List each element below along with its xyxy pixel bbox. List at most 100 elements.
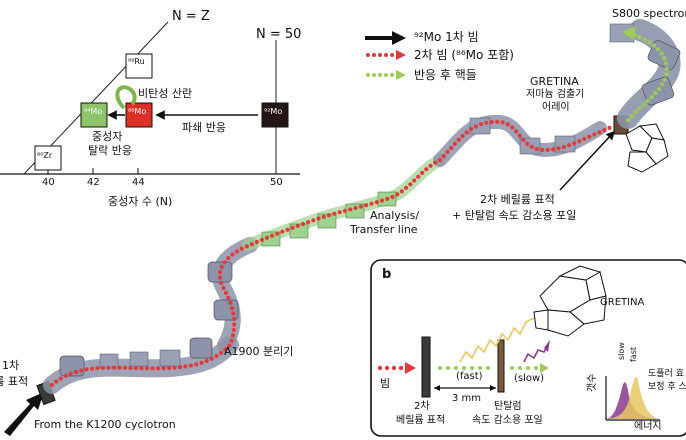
tick-label-50: 50 [270, 177, 283, 188]
spec-slow-label: slow [617, 342, 626, 360]
panel-b-foil-line1: 탄탈럼 [494, 401, 522, 412]
beam-dot [285, 227, 290, 232]
beam-dot [254, 239, 259, 245]
beam-dot [166, 365, 172, 371]
beam-dot [556, 146, 561, 151]
nucleus-label-zr: ⁸⁰Zr [37, 151, 53, 160]
analysis-label-line1: Analysis/ [370, 209, 420, 222]
beam-dot [183, 364, 188, 369]
panel-b-foil-plate [497, 339, 505, 393]
beam-dot [653, 91, 658, 96]
knockout-label-line2: 탈락 반응 [88, 144, 132, 157]
beam-dot [525, 141, 530, 146]
panel-b-tag: b [382, 267, 392, 282]
beam-dot [517, 133, 522, 138]
beam-dot [231, 311, 236, 316]
beam-dot [577, 139, 582, 144]
beam-dot [161, 366, 166, 371]
beam-dot [662, 77, 667, 82]
beam-dot [428, 163, 433, 168]
beam-dot [230, 333, 236, 338]
beam-dot [133, 365, 139, 371]
legend-secondary-label: 2차 빔 (⁸⁶Mo 포함) [414, 48, 514, 62]
beam-dot [464, 130, 469, 135]
beam-dot [229, 338, 234, 343]
beam-dot [641, 102, 646, 107]
beam-dot [188, 363, 193, 368]
fragmentation-label: 파쇄 반응 [182, 121, 226, 134]
beam-dot [379, 198, 385, 203]
panel-b-gamma-fast [459, 317, 535, 363]
beam-dot [332, 211, 337, 216]
beam-dot [651, 43, 657, 48]
panel-b-slow-dots [510, 363, 549, 373]
s800-body [617, 19, 681, 129]
beam-dot [645, 98, 650, 103]
beamline-quad-3 [317, 213, 337, 229]
beam-dot [217, 275, 222, 280]
beam-dot [655, 47, 661, 52]
beam-dot [222, 260, 227, 265]
gretina-sub1: 저마늄 검출기 [526, 89, 585, 100]
beam-dot [364, 203, 369, 208]
beam-dot [456, 137, 461, 142]
beam-dot [122, 365, 128, 370]
beam-dot [209, 356, 214, 361]
beam-dot [194, 362, 199, 367]
beam-dot [275, 231, 280, 236]
beam-dot [625, 117, 631, 123]
panel-b-slow-label: (slow) [514, 373, 545, 384]
beam-dot [395, 192, 400, 197]
beam-dot [374, 200, 379, 205]
beam-dot [223, 290, 229, 295]
beam-dot [177, 365, 183, 370]
gretina-label: GRETINA [530, 75, 579, 88]
beam-dot [199, 360, 204, 365]
s800-dipole-1 [647, 40, 681, 70]
beam-dot [629, 113, 634, 119]
beam-dot [231, 316, 237, 322]
nucleus-box-mo84 [80, 102, 108, 128]
beam-dot [572, 141, 577, 146]
beam-dot [637, 106, 642, 111]
beam-dot [290, 225, 295, 230]
beam-dot [445, 149, 450, 155]
beam-dot [659, 51, 664, 56]
beam-dot [433, 160, 438, 165]
beam-dot [219, 264, 224, 269]
beam-dot [155, 366, 161, 371]
gretina-array-b [533, 265, 607, 337]
panel-b-fast-label: (fast) [456, 371, 483, 382]
beam-dot [239, 246, 244, 251]
beam-dot [649, 95, 654, 100]
beam-dot [633, 110, 638, 115]
beam-dot [300, 221, 306, 227]
beam-dot [529, 144, 534, 149]
spec-fast-label: fast [629, 346, 638, 362]
beam-dot [270, 233, 275, 238]
beam-dot [117, 365, 122, 370]
beam-dot [534, 146, 539, 151]
beam-dot [100, 365, 106, 370]
target-label-line1: 2차 베릴륨 표적 [480, 193, 555, 206]
beam-dot [399, 189, 404, 194]
beam-dot [95, 366, 100, 371]
beam-dot [664, 61, 669, 66]
beam-dot [223, 347, 228, 352]
s800-label: S800 spectrometer [612, 7, 686, 20]
beam-dot [311, 218, 316, 223]
beam-dot [469, 127, 474, 132]
panel-b-target-plate [421, 336, 431, 398]
tick-label-40: 40 [42, 177, 55, 188]
legend-reaction-arrow [366, 70, 406, 80]
doppler-label-line2: 보정 후 스 [648, 382, 686, 392]
beam-dot [408, 182, 413, 187]
beam-dot [449, 145, 454, 151]
beam-dot [295, 223, 300, 228]
beam-dot [607, 125, 612, 130]
beam-dot [49, 382, 55, 388]
nucleus-box-ru [125, 53, 153, 79]
beam-dot [228, 300, 233, 305]
beam-dot [551, 147, 556, 152]
